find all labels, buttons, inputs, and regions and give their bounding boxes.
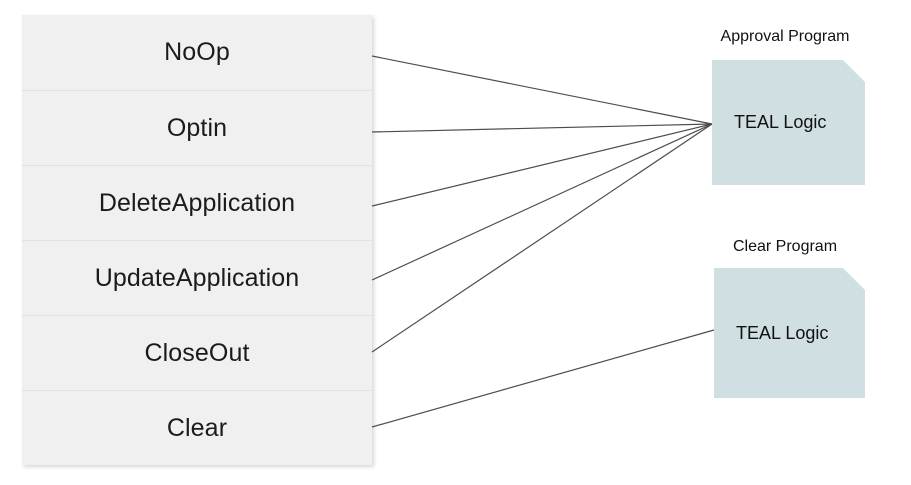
approval-program-body-label: TEAL Logic <box>734 112 827 132</box>
action-row-clear[interactable]: Clear <box>22 390 372 465</box>
action-row-delete-application[interactable]: DeleteApplication <box>22 165 372 240</box>
action-label: Optin <box>166 113 228 142</box>
action-label: DeleteApplication <box>98 188 296 217</box>
action-label: Clear <box>166 413 228 442</box>
approval-program-title: Approval Program <box>720 28 850 45</box>
action-row-close-out[interactable]: CloseOut <box>22 315 372 390</box>
action-row-update-application[interactable]: UpdateApplication <box>22 240 372 315</box>
clear-program-body-label: TEAL Logic <box>736 322 829 343</box>
action-row-noop[interactable]: NoOp <box>22 15 372 90</box>
clear-program-group: Clear Program TEAL Logic <box>660 238 910 408</box>
clear-program-title: Clear Program <box>732 238 838 255</box>
on-complete-actions-panel: NoOp Optin DeleteApplication UpdateAppli… <box>22 15 372 465</box>
approval-program-box[interactable]: TEAL Logic <box>712 60 865 185</box>
action-label: UpdateApplication <box>94 263 300 292</box>
action-label: NoOp <box>164 38 230 66</box>
approval-program-group: Approval Program TEAL Logic <box>660 28 910 198</box>
action-row-optin[interactable]: Optin <box>22 90 372 165</box>
action-label: CloseOut <box>144 338 250 367</box>
clear-program-box[interactable]: TEAL Logic <box>714 268 865 398</box>
